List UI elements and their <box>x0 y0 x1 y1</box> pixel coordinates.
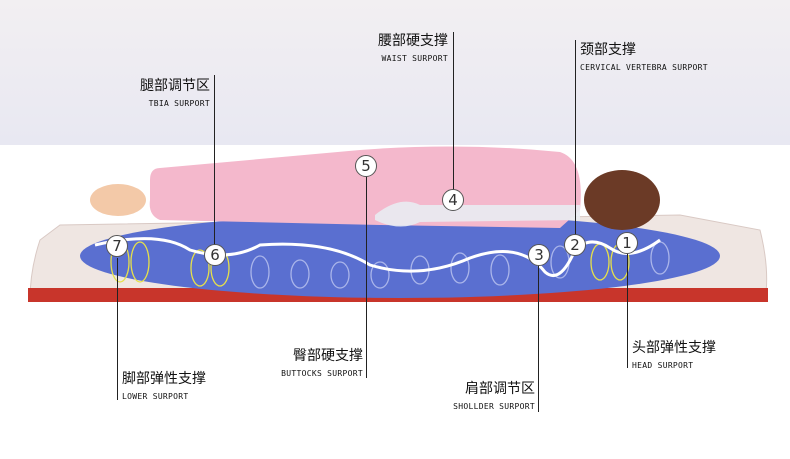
line-2 <box>575 40 576 235</box>
marker-5: 5 <box>355 155 377 177</box>
marker-2: 2 <box>564 234 586 256</box>
line-5 <box>366 175 367 378</box>
label-shoulder: 肩部调节区 SHOLLDER SURPORT <box>453 380 535 413</box>
head <box>584 170 660 230</box>
label-cn: 臀部硬支撑 <box>293 348 363 364</box>
background-band <box>0 0 790 145</box>
label-en: BUTTOCKS SURPORT <box>281 369 363 378</box>
label-cervical: 颈部支撑 CERVICAL VERTEBRA SURPORT <box>580 41 708 74</box>
label-en: LOWER SURPORT <box>122 392 189 401</box>
label-cn: 头部弹性支撑 <box>632 340 716 356</box>
label-waist: 腰部硬支撑 WAIST SURPORT <box>378 32 448 65</box>
label-head: 头部弹性支撑 HEAD SURPORT <box>632 339 716 372</box>
label-en: CERVICAL VERTEBRA SURPORT <box>580 63 708 72</box>
label-en: TBIA SURPORT <box>148 99 210 108</box>
label-en: WAIST SURPORT <box>381 54 448 63</box>
support-zone <box>80 214 720 298</box>
line-6 <box>214 75 215 245</box>
label-cn: 肩部调节区 <box>465 381 535 397</box>
label-lower: 脚部弹性支撑 LOWER SURPORT <box>122 370 206 403</box>
line-7 <box>117 258 118 400</box>
marker-3: 3 <box>528 244 550 266</box>
marker-7: 7 <box>106 235 128 257</box>
label-cn: 颈部支撑 <box>580 42 636 58</box>
body-curve <box>94 237 661 277</box>
label-cn: 腿部调节区 <box>140 78 210 94</box>
marker-6: 6 <box>204 244 226 266</box>
line-4 <box>453 32 454 190</box>
line-1 <box>627 250 628 368</box>
marker-1: 1 <box>616 232 638 254</box>
spine <box>375 201 580 227</box>
label-en: HEAD SURPORT <box>632 361 694 370</box>
label-tbia: 腿部调节区 TBIA SURPORT <box>140 77 210 110</box>
label-buttocks: 臀部硬支撑 BUTTOCKS SURPORT <box>281 347 363 380</box>
label-cn: 脚部弹性支撑 <box>122 371 206 387</box>
marker-4: 4 <box>442 189 464 211</box>
feet <box>90 184 146 216</box>
label-cn: 腰部硬支撑 <box>378 33 448 49</box>
line-3 <box>538 265 539 412</box>
label-en: SHOLLDER SURPORT <box>453 402 535 411</box>
